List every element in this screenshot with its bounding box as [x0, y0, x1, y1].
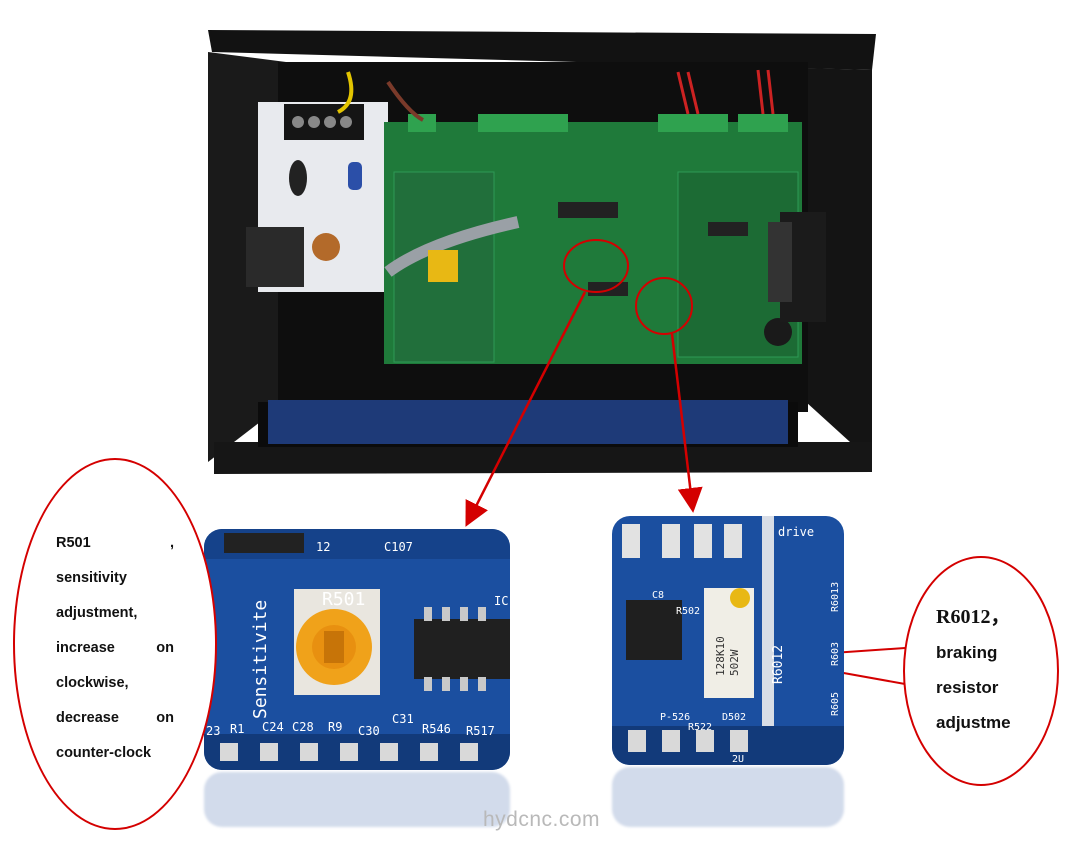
controller-enclosure-photo [208, 30, 876, 474]
note-line: adjustme [936, 713, 1011, 732]
silk-r6012: R6012 [771, 645, 786, 684]
silk-c24: C24 [262, 720, 284, 734]
r501-reflection [204, 772, 510, 827]
r6012-reflection [612, 767, 844, 827]
note-line: increase [56, 640, 115, 656]
silk-d502: D502 [722, 712, 746, 723]
silk-r6013: R6013 [830, 582, 841, 612]
r6012-closeup-photo: drive C8 R502 R6012 R6013 P-526 R522 D50… [612, 516, 844, 765]
silk-r501: R501 [322, 589, 365, 610]
r6012-callout-bubble [903, 556, 1059, 786]
note-line: on [156, 640, 174, 656]
r501-callout-text: R501, sensitivity adjustment, increase on… [56, 526, 174, 771]
silk-drive: drive [778, 525, 814, 539]
silk-c28: C28 [292, 720, 314, 734]
silk-r517: R517 [466, 724, 495, 738]
note-line: , [169, 535, 174, 551]
note-line: on [156, 710, 174, 726]
r6012-callout-text: R6012， braking resistor adjustme [936, 600, 1011, 740]
silk-r603: R603 [830, 642, 841, 666]
r501-closeup-photo: R501 Sensitivite C107 12 IC 23 R1 C24 C2… [204, 529, 510, 770]
silk-r522: R522 [688, 722, 712, 733]
note-line: decrease [56, 710, 119, 726]
note-line: braking [936, 643, 998, 662]
silk-sensitivite: Sensitivite [250, 600, 271, 719]
note-line: clockwise, [56, 675, 129, 691]
silk-12: 12 [316, 540, 330, 554]
silk-2u: 2U [732, 754, 744, 765]
silk-ic: IC [494, 594, 508, 608]
note-line: counter-clock [56, 745, 152, 761]
silk-r9: R9 [328, 720, 342, 734]
note-line: sensitivity [56, 570, 127, 586]
watermark: hydcnc.com [482, 808, 601, 831]
silk-c31: C31 [392, 712, 414, 726]
silk-c30: C30 [358, 724, 380, 738]
silk-502w: 502W [728, 649, 741, 676]
silk-p526: P-526 [660, 712, 690, 723]
silk-23: 23 [206, 724, 220, 738]
silk-r605: R605 [830, 692, 841, 716]
silk-c107: C107 [384, 540, 413, 554]
silk-r1: R1 [230, 722, 244, 736]
note-line: R501 [56, 535, 91, 551]
note-title: R6012， [936, 606, 1011, 628]
note-line: adjustment, [56, 605, 138, 621]
silk-r502: R502 [676, 606, 700, 617]
note-line: resistor [936, 678, 999, 697]
silk-r546: R546 [422, 722, 451, 736]
silk-128k10: 128K10 [714, 636, 727, 676]
silk-c8: C8 [652, 590, 664, 601]
r501-callout-bubble [13, 458, 217, 830]
